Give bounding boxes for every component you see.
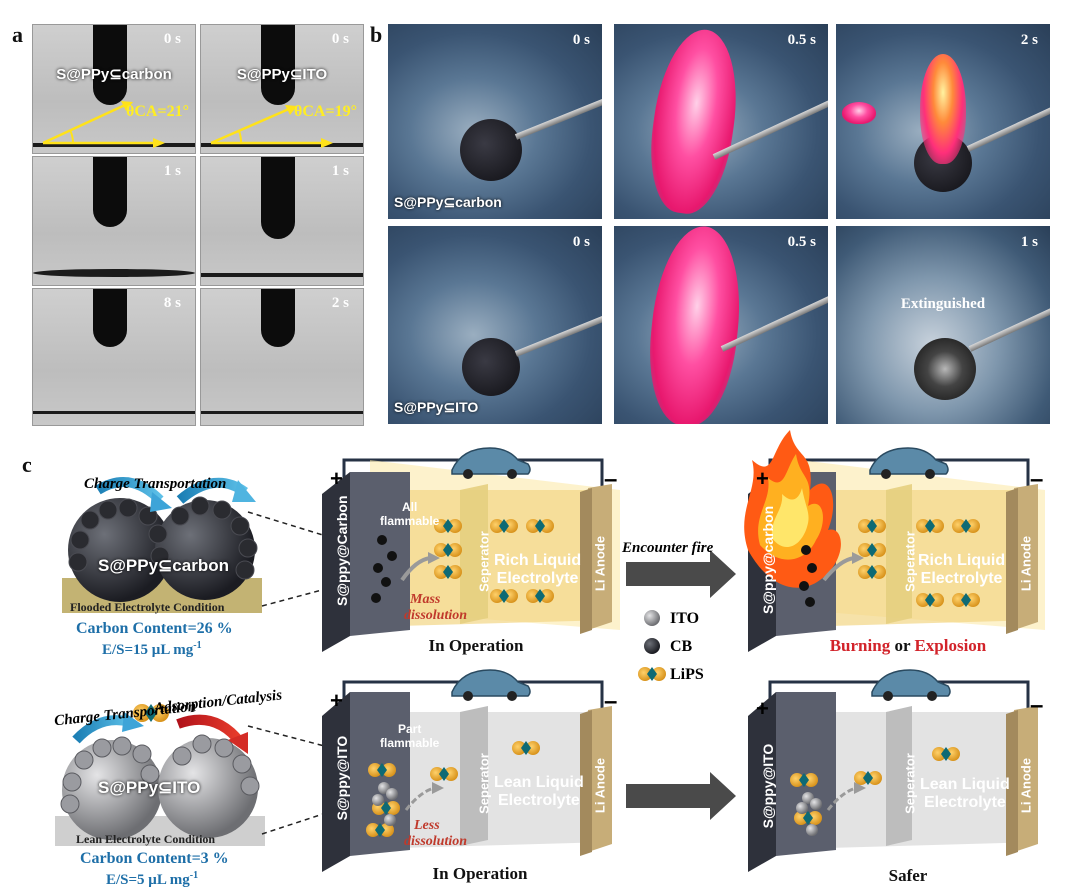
plus-terminal: + xyxy=(330,466,343,491)
extinguished-label: Extinguished xyxy=(900,296,986,312)
cathode-label: S@ppy@Carbon xyxy=(334,495,350,606)
combustion-photo: 0.5 s xyxy=(614,24,828,219)
time-label: 1 s xyxy=(331,163,349,179)
sample-label: S@PPy⊆ITO xyxy=(236,66,328,83)
ito-particles xyxy=(60,734,260,840)
encounter-fire-arrow xyxy=(626,550,736,598)
cb-legend-marker xyxy=(644,638,660,654)
cathode-label: S@ppy@carbon xyxy=(760,505,776,614)
plus-terminal: + xyxy=(756,696,769,721)
caption-safer: Safer xyxy=(888,866,928,885)
ito-legend-marker xyxy=(644,610,660,626)
plus-terminal: + xyxy=(756,466,769,491)
plus-terminal: + xyxy=(330,688,343,713)
angle-arrows xyxy=(210,105,333,148)
cell-bottom-fire xyxy=(748,680,1038,872)
combustion-photo: 0 s S@PPy⊆carbon xyxy=(388,24,602,219)
lean-condition-label: Lean Electrolyte Condition xyxy=(76,832,216,846)
panel-label-a: a xyxy=(12,22,23,47)
separator-label: Seperator xyxy=(902,531,918,592)
caption-in-operation: In Operation xyxy=(432,864,528,883)
particle-label: S@PPy⊆ITO xyxy=(98,778,201,797)
sample-label: S@PPy⊆carbon xyxy=(56,66,172,83)
contact-angle-photo: 8 s xyxy=(32,288,196,426)
legend-lips: LiPS xyxy=(670,666,704,683)
minus-terminal: – xyxy=(604,688,618,715)
time-label: 0 s xyxy=(163,31,181,47)
caption-in-operation: In Operation xyxy=(428,636,524,655)
anode-label: Li Anode xyxy=(1018,535,1034,592)
combustion-photo: 1 s Extinguished xyxy=(836,226,1050,424)
time-label: 0 s xyxy=(572,234,590,250)
separator-label: Seperator xyxy=(476,531,492,592)
panel-label-b: b xyxy=(370,22,383,47)
separator-label: Seperator xyxy=(476,753,492,814)
anode-label: Li Anode xyxy=(592,757,608,814)
cb-particles-top xyxy=(371,535,817,607)
encounter-fire-arrow xyxy=(626,772,736,820)
particle-label: S@PPy⊆carbon xyxy=(98,556,229,575)
schematic-drawing xyxy=(55,430,1045,872)
time-label: 8 s xyxy=(163,295,181,311)
carbon-content-label: Carbon Content=26 % xyxy=(76,620,233,637)
time-label: 2 s xyxy=(1020,32,1038,48)
minus-terminal: – xyxy=(1030,692,1044,719)
car-icon xyxy=(871,669,951,701)
time-label: 0.5 s xyxy=(787,234,816,250)
contact-angle-value: θCA=19° xyxy=(294,103,357,120)
minus-terminal: – xyxy=(604,466,618,493)
charge-transport-label: Charge Transportation xyxy=(84,476,227,492)
time-label: 0 s xyxy=(331,31,349,47)
lips-ito-bottom xyxy=(366,741,960,837)
encounter-fire-label: Encounter fire xyxy=(622,540,714,556)
separator-label: Seperator xyxy=(902,753,918,814)
anode-label: Li Anode xyxy=(1018,757,1034,814)
contact-angle-photo: 0 s S@PPy⊆carbon θCA=21° xyxy=(32,24,196,154)
lips-molecule xyxy=(133,704,169,722)
contact-angle-photo: 1 s xyxy=(200,156,364,286)
contact-angle-value: θCA=21° xyxy=(126,103,189,120)
contact-angle-photo: 2 s xyxy=(200,288,364,426)
carbon-content-label: Carbon Content=3 % xyxy=(80,850,229,867)
caption-burning-explosion: Burning or Explosion xyxy=(829,636,987,655)
time-label: 0 s xyxy=(572,32,590,48)
anode-label: Li Anode xyxy=(592,535,608,592)
time-label: 2 s xyxy=(331,295,349,311)
contact-angle-photo: 0 s S@PPy⊆ITO θCA=19° xyxy=(200,24,364,154)
legend-ito: ITO xyxy=(670,610,700,627)
combustion-photo: 0.5 s xyxy=(614,226,828,424)
time-label: 1 s xyxy=(163,163,181,179)
cell-bottom-operation xyxy=(322,680,612,872)
car-icon xyxy=(451,669,531,701)
minus-terminal: – xyxy=(1030,466,1044,493)
es-ratio-label: E/S=5 μL mg-1 xyxy=(106,870,199,888)
car-icon xyxy=(451,447,531,479)
lips-legend-marker xyxy=(638,667,666,681)
car-icon xyxy=(869,447,949,479)
panel-label-c: c xyxy=(22,452,32,477)
contact-angle-photo: 1 s xyxy=(32,156,196,286)
cathode-label: S@ppy@ITO xyxy=(760,743,776,829)
combustion-photo: 2 s xyxy=(836,24,1050,219)
flooded-condition-label: Flooded Electrolyte Condition xyxy=(70,600,225,614)
sample-label: S@PPy⊆ITO xyxy=(394,399,479,415)
legend-cb: CB xyxy=(670,638,693,655)
es-ratio-label: E/S=15 μL mg-1 xyxy=(102,640,202,658)
cathode-label: S@ppy@ITO xyxy=(334,735,350,821)
carbon-particles xyxy=(68,496,258,602)
time-label: 1 s xyxy=(1020,234,1038,250)
lips-molecules-top xyxy=(434,519,980,607)
sample-label: S@PPy⊆carbon xyxy=(394,194,502,210)
time-label: 0.5 s xyxy=(787,32,816,48)
combustion-photo: 0 s S@PPy⊆ITO xyxy=(388,226,602,424)
angle-arrows xyxy=(42,101,165,148)
